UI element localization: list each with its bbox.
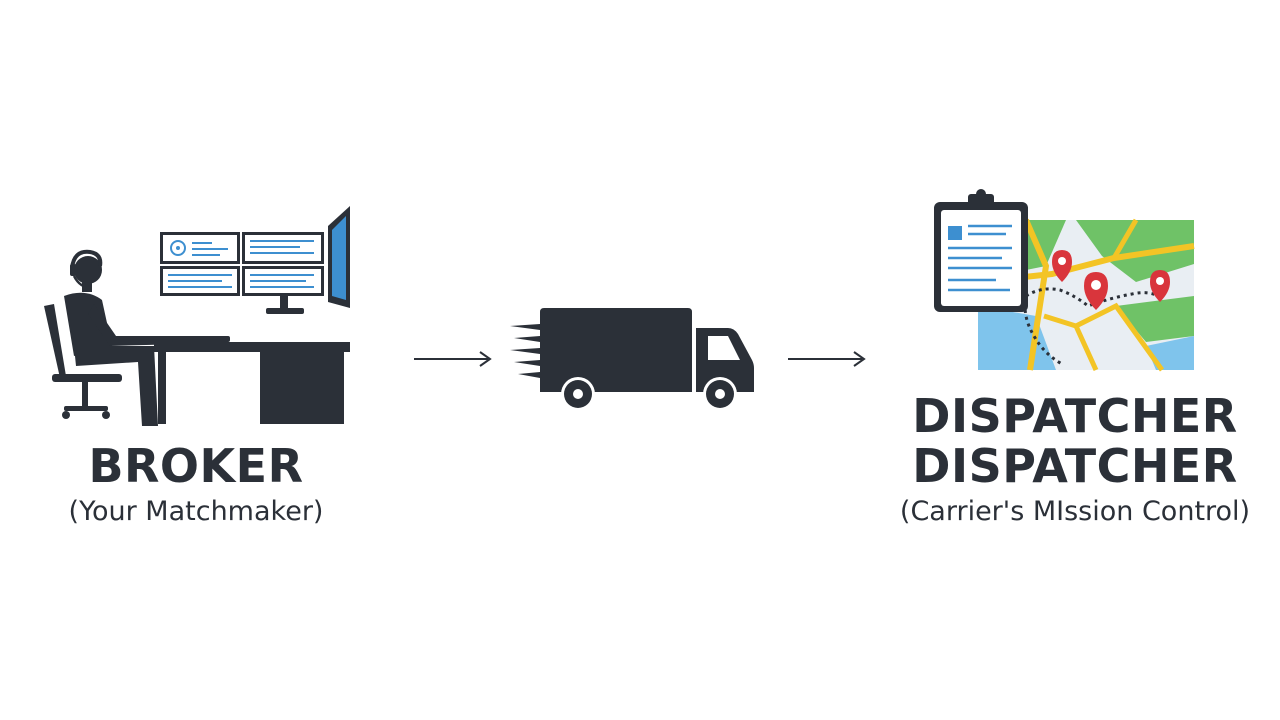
dispatcher-title-repeat: DISPATCHER: [912, 439, 1238, 493]
broker-subtitle: (Your Matchmaker): [68, 496, 324, 527]
delivery-truck-icon: [508, 306, 758, 416]
dispatcher-title: DISPATCHER: [912, 389, 1238, 443]
arrow-right-icon: [786, 348, 868, 370]
broker-at-desk-icon: [36, 196, 356, 432]
clipboard-and-route-map-icon: [926, 186, 1198, 376]
arrow-right-icon: [412, 348, 494, 370]
broker-title: BROKER: [88, 439, 304, 493]
dispatcher-subtitle: (Carrier's MIssion Control): [899, 496, 1251, 527]
